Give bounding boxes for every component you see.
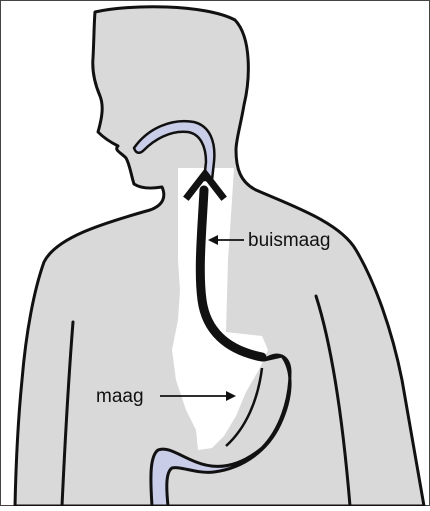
esophagus-label: buismaag [248, 230, 330, 251]
stomach-label: maag [96, 386, 144, 407]
